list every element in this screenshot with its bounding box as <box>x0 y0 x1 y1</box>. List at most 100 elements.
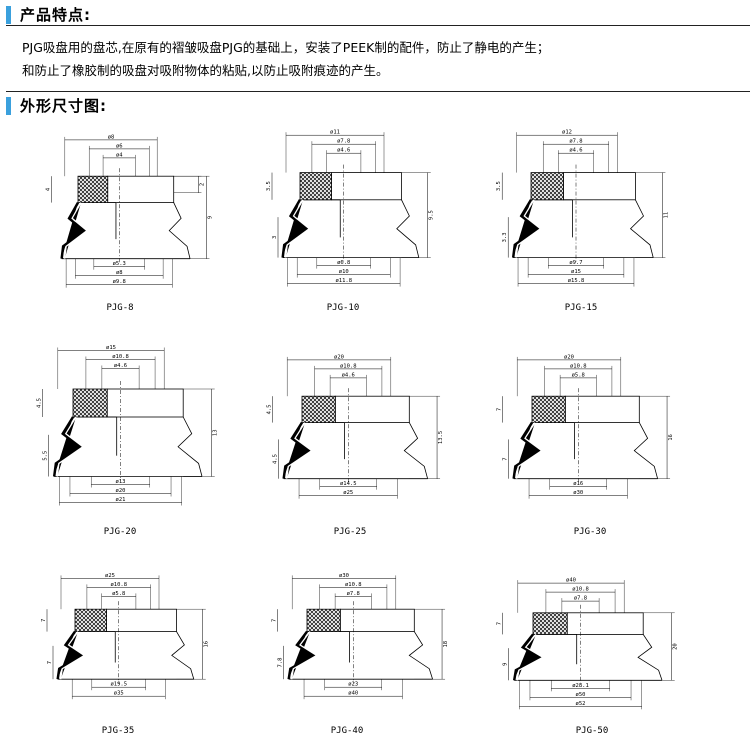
bottom-dimension-label: ø20 <box>116 488 126 494</box>
model-label: PJG-20 <box>103 527 137 537</box>
top-dimension-label: ø10.8 <box>570 363 587 369</box>
dimensions-heading: 外形尺寸图: <box>6 95 107 116</box>
bottom-dimension-label: ø11.8 <box>335 278 352 284</box>
top-dimension-label: ø20 <box>564 354 574 360</box>
bottom-dimension-label: ø8 <box>116 270 123 276</box>
accent-bar <box>6 96 11 115</box>
top-dimension-label: ø25 <box>105 573 115 579</box>
model-label: PJG-35 <box>101 726 135 736</box>
peek-fitting <box>306 608 341 633</box>
model-label: PJG-50 <box>575 726 609 736</box>
feature-line-1: PJG吸盘用的盘芯,在原有的褶皱吸盘PJG的基础上，安装了PEEK制的配件，防止… <box>22 40 550 55</box>
left-dimension-label: 7 <box>502 457 508 460</box>
features-title: 产品特点: <box>20 6 91 24</box>
bottom-dimension-label: ø14.5 <box>340 481 357 487</box>
left-dimension-label: 3.3 <box>502 232 508 242</box>
left-dimension-label: 7 <box>41 619 47 622</box>
top-dimension-label: ø11 <box>330 130 340 136</box>
drawing-pjg-30: ø20 ø10.8 ø5.8 ø16 ø30 7 7 16 <box>495 350 680 515</box>
right-dimension-label: 9 <box>207 216 213 219</box>
right-dimension-label: 11 <box>663 212 669 219</box>
bottom-dimension-label: ø15.8 <box>568 278 585 284</box>
top-dimension-label: ø7.8 <box>347 591 360 597</box>
peek-fitting <box>77 175 109 204</box>
peek-fitting <box>301 395 336 424</box>
accent-bar <box>6 5 11 24</box>
top-dimension-label: ø5.8 <box>572 372 585 378</box>
top-dimension-label: ø7.8 <box>337 139 350 145</box>
model-label: PJG-25 <box>333 527 367 537</box>
left-dimension-label: 4.5 <box>37 398 43 408</box>
bottom-dimension-label: ø40 <box>348 691 358 697</box>
bottom-dimension-label: ø30 <box>573 490 583 496</box>
left-dimension-label: 4.5 <box>272 454 278 464</box>
bottom-dimension-label: ø19.5 <box>110 682 127 688</box>
bottom-dimension-label: ø23 <box>348 682 358 688</box>
left-dimension-label: 4.5 <box>266 404 272 414</box>
drawing-pjg-10: ø11 ø7.8 ø4.6 ø6.8 ø10 ø11.8 3.5 3 9.5 <box>265 125 440 295</box>
top-dimension-label: ø4 <box>116 152 123 158</box>
bottom-dimension-label: ø28.1 <box>572 683 589 689</box>
top-dimension-label: ø4.6 <box>569 148 582 154</box>
bottom-dimension-label: ø10 <box>339 269 349 275</box>
model-label: PJG-10 <box>326 303 360 313</box>
top-dimension-label: ø10.8 <box>345 582 362 588</box>
bottom-dimension-label: ø16 <box>573 481 583 487</box>
top-dimension-label: ø8 <box>108 134 115 140</box>
drawing-pjg-40: ø30 ø10.8 ø7.8 ø23 ø40 7 7.8 18 <box>270 570 455 710</box>
peek-fitting <box>299 172 332 201</box>
left-dimension-label: 3.5 <box>266 181 272 191</box>
right-dimension-label: 9.5 <box>429 210 435 220</box>
bottom-dimension-label: ø35 <box>114 691 124 697</box>
model-label: PJG-30 <box>573 527 607 537</box>
top-dimension-label: ø10.8 <box>572 587 589 593</box>
top-dimension-label: ø4.6 <box>337 148 350 154</box>
bottom-dimension-label: ø52 <box>576 701 586 707</box>
model-label: PJG-40 <box>330 726 364 736</box>
peek-fitting <box>532 612 568 635</box>
top-dimension-label: ø20 <box>334 354 344 360</box>
right-dimension-label: 13 <box>213 429 219 436</box>
left-dimension-label: 3 <box>272 236 278 239</box>
divider <box>6 25 750 26</box>
top-dimension-label: ø5.8 <box>112 591 125 597</box>
top-dimension-label: ø4.6 <box>114 363 127 369</box>
top-dimension-label: ø7.8 <box>574 596 587 602</box>
left-dimension-label: 5.5 <box>43 451 49 461</box>
left-dimension-label: 7 <box>497 622 503 625</box>
bottom-dimension-label: ø9.7 <box>569 260 582 266</box>
right-dimension-label: 18 <box>443 641 449 648</box>
peek-fitting <box>531 395 566 424</box>
top-dimension-label: ø12 <box>562 130 572 136</box>
top-dimension-label: ø6 <box>116 143 123 149</box>
top-dimension-label: ø15 <box>106 345 116 351</box>
model-label: PJG-15 <box>564 303 598 313</box>
feature-line-2: 和防止了橡胶制的吸盘对吸附物体的粘贴,以防止吸附痕迹的产生。 <box>22 63 389 78</box>
right-dimension-label: 20 <box>673 643 679 650</box>
left-dimension-label: 9 <box>503 663 509 666</box>
bottom-dimension-label: ø15 <box>571 269 581 275</box>
bottom-dimension-label: ø25 <box>343 490 353 496</box>
bottom-dimension-label: ø13 <box>116 479 126 485</box>
right-dimension-label: 13.5 <box>438 431 444 444</box>
left-dimension-label: 7 <box>271 619 277 622</box>
left-dimension-label: 7 <box>47 661 53 664</box>
left-dimension-label: 4 <box>46 187 52 191</box>
top-dimension-label: ø30 <box>339 573 349 579</box>
left-dimension-label: 7.8 <box>277 658 283 668</box>
right-dimension-label: 2 <box>199 183 205 186</box>
left-dimension-label: 3.5 <box>496 181 502 191</box>
right-dimension-label: 16 <box>668 434 674 441</box>
peek-fitting <box>530 172 564 201</box>
bottom-dimension-label: ø21 <box>116 497 126 503</box>
bottom-dimension-label: ø50 <box>576 692 586 698</box>
bottom-dimension-label: ø6.8 <box>337 260 350 266</box>
peek-fitting <box>74 608 107 633</box>
divider <box>6 91 750 92</box>
left-dimension-label: 7 <box>496 408 502 411</box>
